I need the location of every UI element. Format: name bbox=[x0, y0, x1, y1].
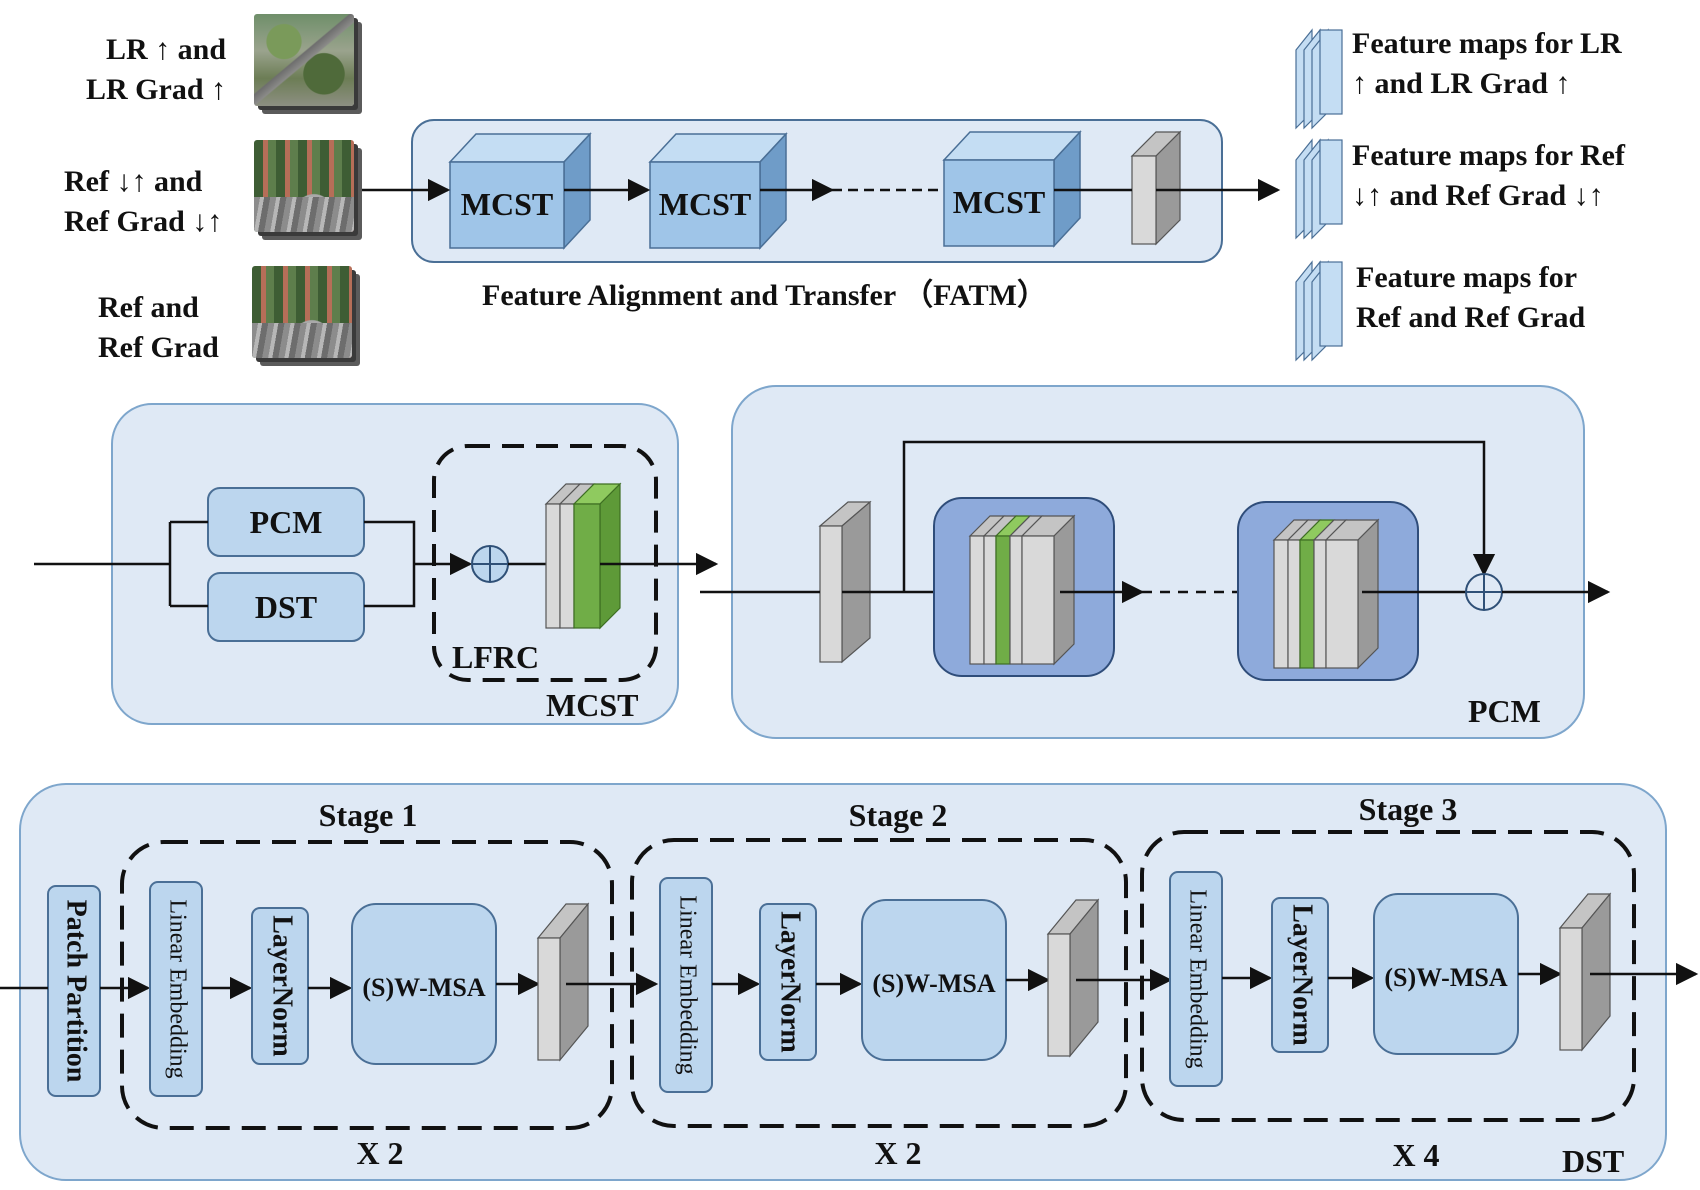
mcst-cube-2-label: MCST bbox=[659, 186, 751, 222]
stage-2-region bbox=[630, 838, 1128, 1128]
stage-3-repeat: X 4 bbox=[1392, 1137, 1439, 1173]
mcst-cube-3-label: MCST bbox=[953, 184, 1045, 220]
patch-partition-box bbox=[47, 885, 101, 1097]
dst-panel-title: DST bbox=[1562, 1143, 1624, 1179]
stage-1-region bbox=[120, 840, 614, 1130]
lfrc-label: LFRC bbox=[452, 639, 539, 675]
lfrc-layers bbox=[544, 482, 622, 630]
pcm-block-2-layers bbox=[1272, 518, 1380, 670]
stage-3-layernorm-label: LayerNorm bbox=[1287, 904, 1318, 1046]
stage-3-wmsa-label: (S)W-MSA bbox=[1384, 963, 1507, 992]
stage-2-wmsa-label: (S)W-MSA bbox=[872, 969, 995, 998]
lr-output-label: Feature maps for LR ↑ and LR Grad ↑ bbox=[1352, 27, 1622, 100]
feature-stack-lr bbox=[1295, 28, 1343, 130]
mcst-panel-title: MCST bbox=[546, 687, 638, 723]
mcst-cube-2: MCST bbox=[648, 132, 788, 250]
stage-1-repeat: X 2 bbox=[356, 1135, 403, 1171]
feature-stack-ref-down-up bbox=[1295, 138, 1343, 240]
stage-2-title: Stage 2 bbox=[849, 797, 948, 833]
stage-1-layernorm bbox=[251, 907, 309, 1065]
ref-output-label: Feature maps for Ref and Ref Grad bbox=[1356, 261, 1586, 334]
pcm-box-label: PCM bbox=[250, 504, 323, 540]
stage-1-linear-embedding-label: Linear Embedding bbox=[164, 899, 190, 1078]
ref-input-image bbox=[252, 266, 352, 358]
stage-3-layernorm bbox=[1271, 897, 1329, 1053]
stage-2-layernorm-label: LayerNorm bbox=[775, 911, 806, 1053]
stage-1-wmsa-label: (S)W-MSA bbox=[362, 973, 485, 1002]
pcm-block-1-layers bbox=[968, 514, 1076, 666]
fatm-output-slab bbox=[1130, 130, 1182, 246]
patch-partition-label: Patch Partition bbox=[61, 900, 92, 1083]
stage-1-layernorm-label: LayerNorm bbox=[267, 915, 298, 1057]
mcst-cube-3: MCST bbox=[942, 130, 1082, 248]
feature-stack-ref bbox=[1295, 260, 1343, 362]
stage-3-title: Stage 3 bbox=[1359, 791, 1458, 827]
ref-down-up-input-image bbox=[254, 140, 354, 232]
lr-input-image bbox=[254, 14, 354, 106]
stage-1-output-slab bbox=[536, 902, 590, 1062]
ref-input-label: Ref and Ref Grad bbox=[98, 291, 219, 364]
stage-2-layernorm bbox=[759, 903, 817, 1061]
ref-down-up-output-label: Feature maps for Ref ↓↑ and Ref Grad ↓↑ bbox=[1352, 139, 1625, 212]
lr-input-label: LR ↑ and LR Grad ↑ bbox=[86, 33, 227, 106]
dst-box-label: DST bbox=[255, 589, 317, 625]
fatm-caption: Feature Alignment and Transfer （FATM） bbox=[482, 279, 1047, 312]
stage-2-linear-embedding-label: Linear Embedding bbox=[674, 895, 700, 1074]
stage-2-output-slab bbox=[1046, 898, 1100, 1058]
stage-2-repeat: X 2 bbox=[874, 1135, 921, 1171]
stage-3-linear-embedding-label: Linear Embedding bbox=[1184, 889, 1210, 1068]
stage-3-region bbox=[1140, 830, 1636, 1122]
add-operator-1 bbox=[471, 545, 509, 583]
pcm-panel-title: PCM bbox=[1468, 693, 1541, 729]
stage-3-output-slab bbox=[1558, 892, 1612, 1052]
pcm-input-slab bbox=[818, 500, 872, 664]
ref-down-up-input-label: Ref ↓↑ and Ref Grad ↓↑ bbox=[64, 165, 223, 238]
stage-1-title: Stage 1 bbox=[319, 797, 418, 833]
add-operator-2 bbox=[1465, 573, 1503, 611]
mcst-cube-1: MCST bbox=[448, 132, 592, 250]
mcst-cube-1-label: MCST bbox=[461, 186, 553, 222]
